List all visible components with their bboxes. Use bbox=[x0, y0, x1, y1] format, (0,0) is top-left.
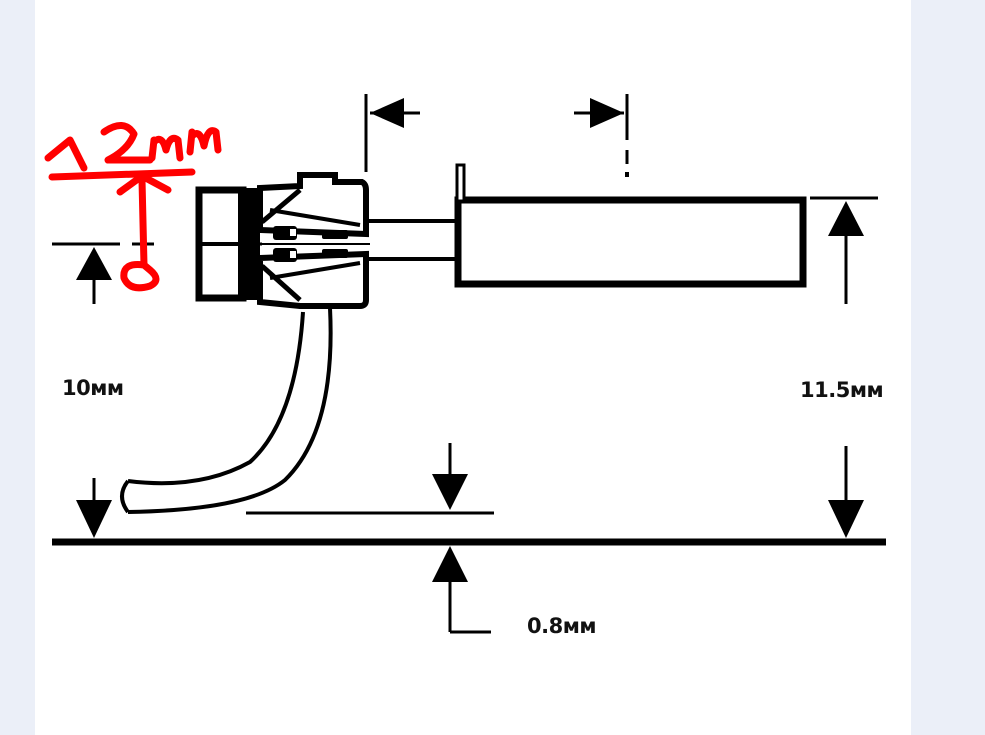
clearance-dimension bbox=[432, 443, 491, 634]
clearance-label: 0.8мм bbox=[527, 614, 597, 638]
top-width-dimension bbox=[364, 94, 629, 177]
coupler-shank bbox=[366, 219, 458, 261]
left-height-label: 10мм bbox=[62, 376, 124, 400]
left-height-dimension bbox=[52, 242, 154, 538]
coupler-head bbox=[195, 172, 370, 309]
right-height-label: 11.5мм bbox=[800, 378, 884, 402]
draft-gear-box bbox=[454, 163, 807, 288]
drawing-panel bbox=[35, 0, 911, 735]
red-annotation bbox=[44, 122, 222, 292]
right-height-dimension bbox=[810, 196, 878, 538]
trip-pin bbox=[120, 307, 333, 514]
